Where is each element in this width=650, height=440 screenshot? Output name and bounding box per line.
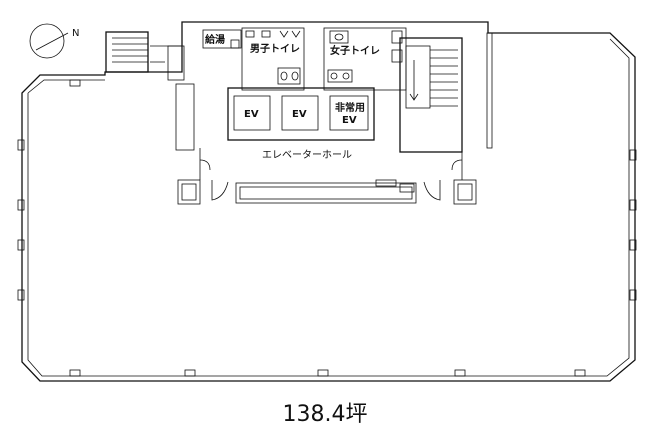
elevator-1: [233, 95, 271, 131]
elevator-bank: EV EV 非常用 EV: [227, 87, 375, 141]
elevator-hall-label: エレベーターホール: [262, 149, 352, 161]
north-label: N: [72, 28, 79, 39]
compass-icon: N: [29, 23, 79, 59]
elevator-emergency-sublabel: EV: [342, 115, 357, 126]
mens-toilet-label: 男子トイレ: [250, 43, 300, 55]
elevator-hall: エレベーターホール: [199, 148, 463, 204]
column-marks: [17, 79, 637, 377]
floor-area-label: 138.4坪: [282, 402, 368, 427]
stair-right: [399, 32, 493, 153]
building-outline: [21, 21, 636, 382]
kitchenette-label: 給湯: [205, 33, 225, 46]
elevator-emergency: [329, 95, 369, 131]
mens-toilet-room: 男子トイレ: [241, 27, 305, 91]
kitchenette-room: 給湯: [202, 29, 242, 49]
core-columns: [167, 45, 477, 205]
elevator-2: [281, 95, 319, 131]
elevator-2-label: EV: [292, 109, 307, 120]
stair-left: [105, 31, 182, 73]
womens-toilet-room: 女子トイレ: [323, 27, 407, 91]
elevator-1-label: EV: [244, 109, 259, 120]
elevator-emergency-label: 非常用: [335, 101, 365, 114]
womens-toilet-label: 女子トイレ: [330, 44, 380, 57]
